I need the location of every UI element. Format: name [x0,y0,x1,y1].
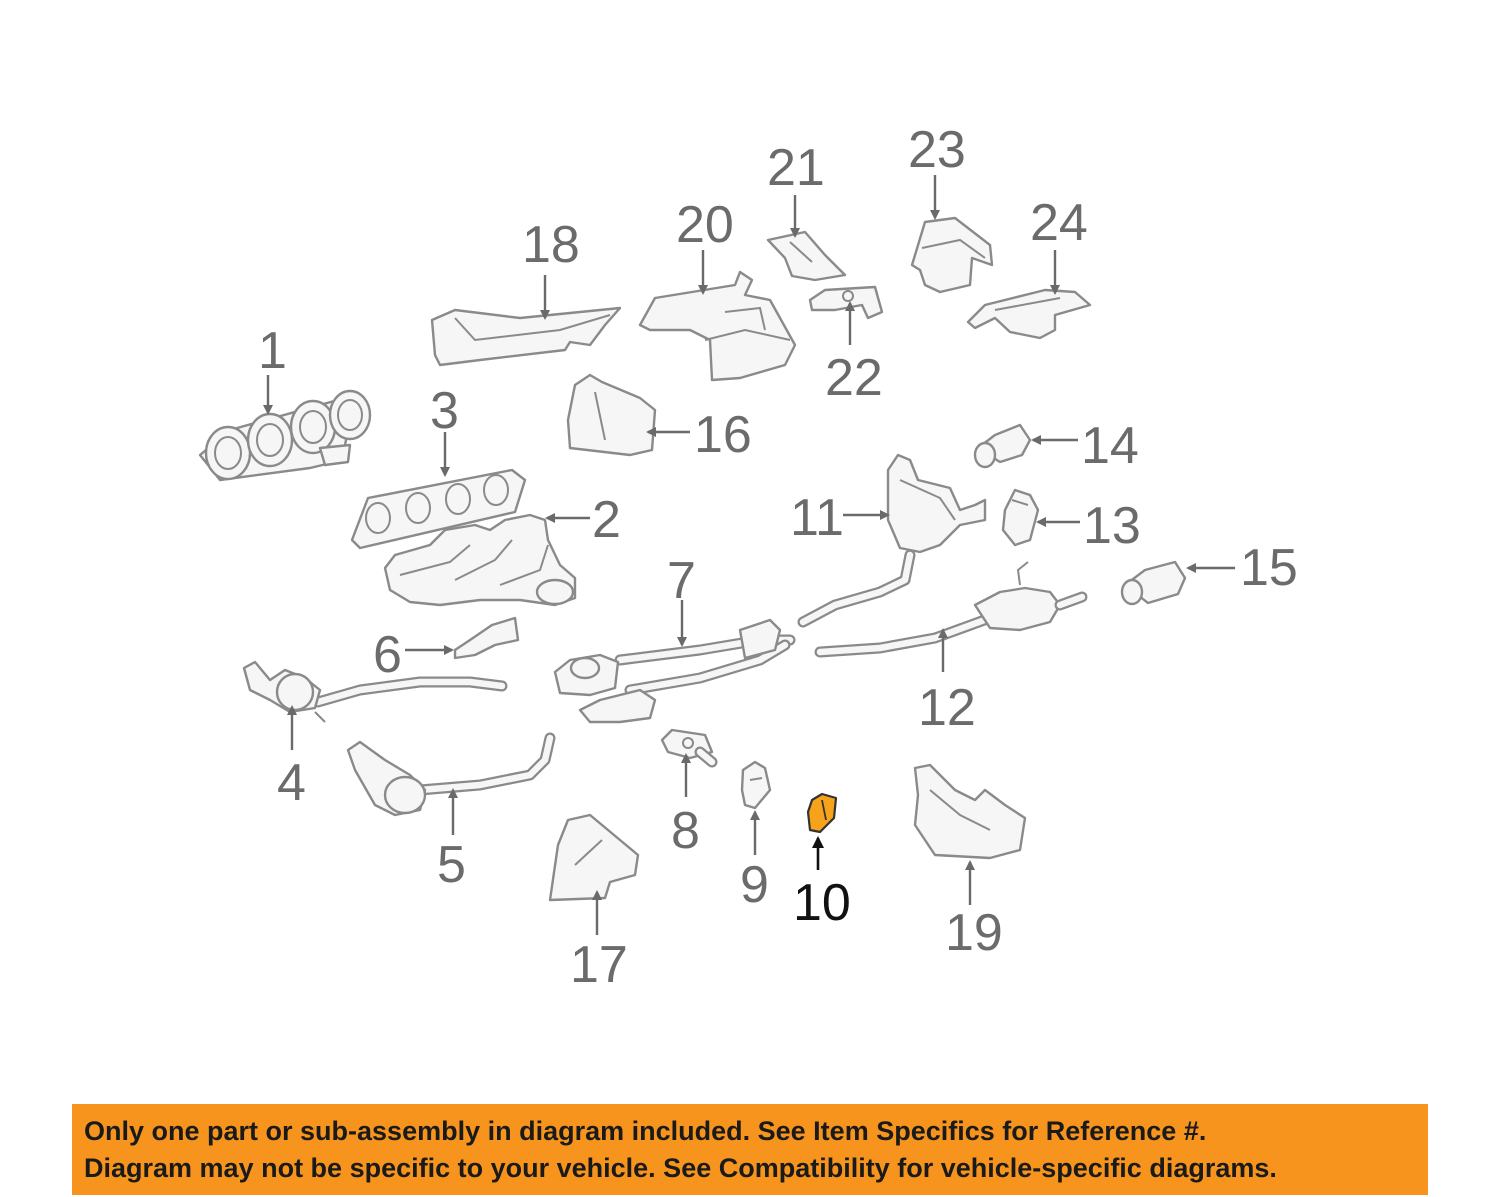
part-3-gasket-plate[interactable] [350,468,527,550]
callout-14: 14 [1081,417,1139,475]
part-14-tail-pipe[interactable] [973,423,1032,469]
part-19-heat-shield[interactable] [913,763,1027,860]
part-16-heat-shield[interactable] [566,373,657,457]
callout-15: 15 [1240,539,1298,597]
part-5-front-pipe[interactable] [346,732,556,817]
part-15-tail-pipe[interactable] [1120,560,1187,606]
notice-banner: Only one part or sub-assembly in diagram… [72,1104,1428,1195]
part-6-bracket[interactable] [453,616,520,660]
callout-22: 22 [825,349,883,407]
callout-13: 13 [1083,497,1141,555]
callout-10: 10 [793,874,851,932]
callout-17: 17 [570,936,628,994]
part-21-heat-shield[interactable] [766,230,847,282]
part-9-heat-shield[interactable] [740,760,772,810]
part-1-manifold-gasket[interactable] [198,389,372,482]
callout-1: 1 [258,322,287,380]
callout-20: 20 [676,196,734,254]
callout-24: 24 [1030,194,1088,252]
part-18-heat-shield[interactable] [430,306,622,367]
callout-16: 16 [694,406,752,464]
part-7-center-pipe[interactable] [553,618,796,724]
part-12-intermediate-pipe[interactable] [814,561,1088,658]
part-20-heat-shield[interactable] [638,270,797,382]
callout-8: 8 [671,802,700,860]
notice-line-2: Diagram may not be specific to your vehi… [84,1152,1277,1183]
part-10-bracket-highlighted[interactable] [806,792,838,834]
callout-7: 7 [667,552,696,610]
part-8-bracket[interactable] [660,728,718,768]
part-4-front-pipe[interactable] [242,660,508,723]
callout-5: 5 [437,836,466,894]
part-13-hanger-bracket[interactable] [1001,488,1040,547]
part-11-rear-muffler[interactable] [797,453,987,628]
callout-9: 9 [740,856,769,914]
callout-18: 18 [522,216,580,274]
callout-3: 3 [430,382,459,440]
callout-23: 23 [908,121,966,179]
callout-4: 4 [277,754,306,812]
part-17-heat-shield[interactable] [548,813,640,902]
callout-2: 2 [592,491,621,549]
notice-line-1: Only one part or sub-assembly in diagram… [84,1115,1207,1146]
part-23-heat-shield[interactable] [910,216,994,294]
callout-labels: 1 2 3 4 5 6 7 8 9 10 11 12 13 14 15 16 1… [258,121,1298,994]
part-24-heat-shield[interactable] [966,288,1092,340]
callout-19: 19 [945,904,1003,962]
part-2-exhaust-manifold[interactable] [383,513,577,607]
callout-6: 6 [373,626,402,684]
leader-arrows [263,175,1235,935]
callout-12: 12 [918,679,976,737]
part-22-bracket[interactable] [808,285,884,320]
callout-11: 11 [790,489,844,547]
exhaust-parts-diagram: 1 2 3 4 5 6 7 8 9 10 11 12 13 14 15 16 1… [198,121,1298,994]
callout-21: 21 [767,139,825,197]
